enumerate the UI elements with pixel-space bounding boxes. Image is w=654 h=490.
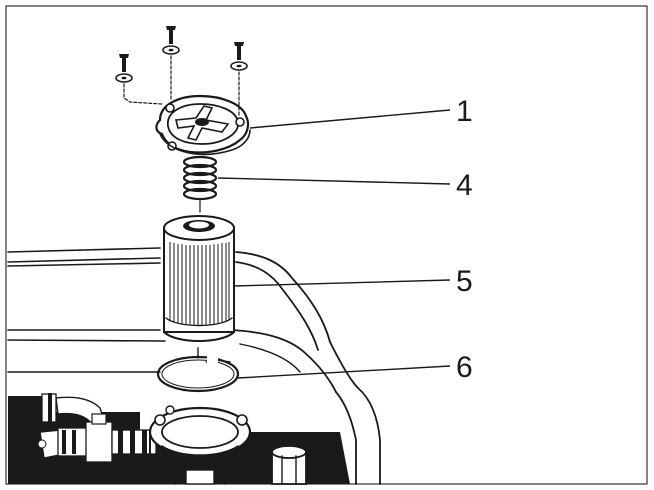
leader-lines <box>217 109 451 379</box>
lid-screws <box>115 26 248 117</box>
cap-fitting <box>271 445 307 485</box>
callout-lid: 1 <box>456 95 473 128</box>
spring <box>182 155 218 213</box>
callout-seal-ring: 6 <box>456 351 473 384</box>
leader-line-1 <box>249 109 451 129</box>
leader-line-4 <box>217 177 451 185</box>
tank-housing <box>7 247 381 485</box>
hoses <box>8 393 157 463</box>
leader-line-5 <box>233 279 451 287</box>
seal-ring <box>156 347 240 393</box>
leader-line-6 <box>237 365 451 379</box>
callout-spring: 4 <box>456 169 473 202</box>
diagram-frame <box>5 5 648 485</box>
filter-element <box>163 215 235 342</box>
filter-lid <box>155 94 251 156</box>
filter-housing-base <box>148 405 252 485</box>
callout-filter-element: 5 <box>456 265 473 298</box>
